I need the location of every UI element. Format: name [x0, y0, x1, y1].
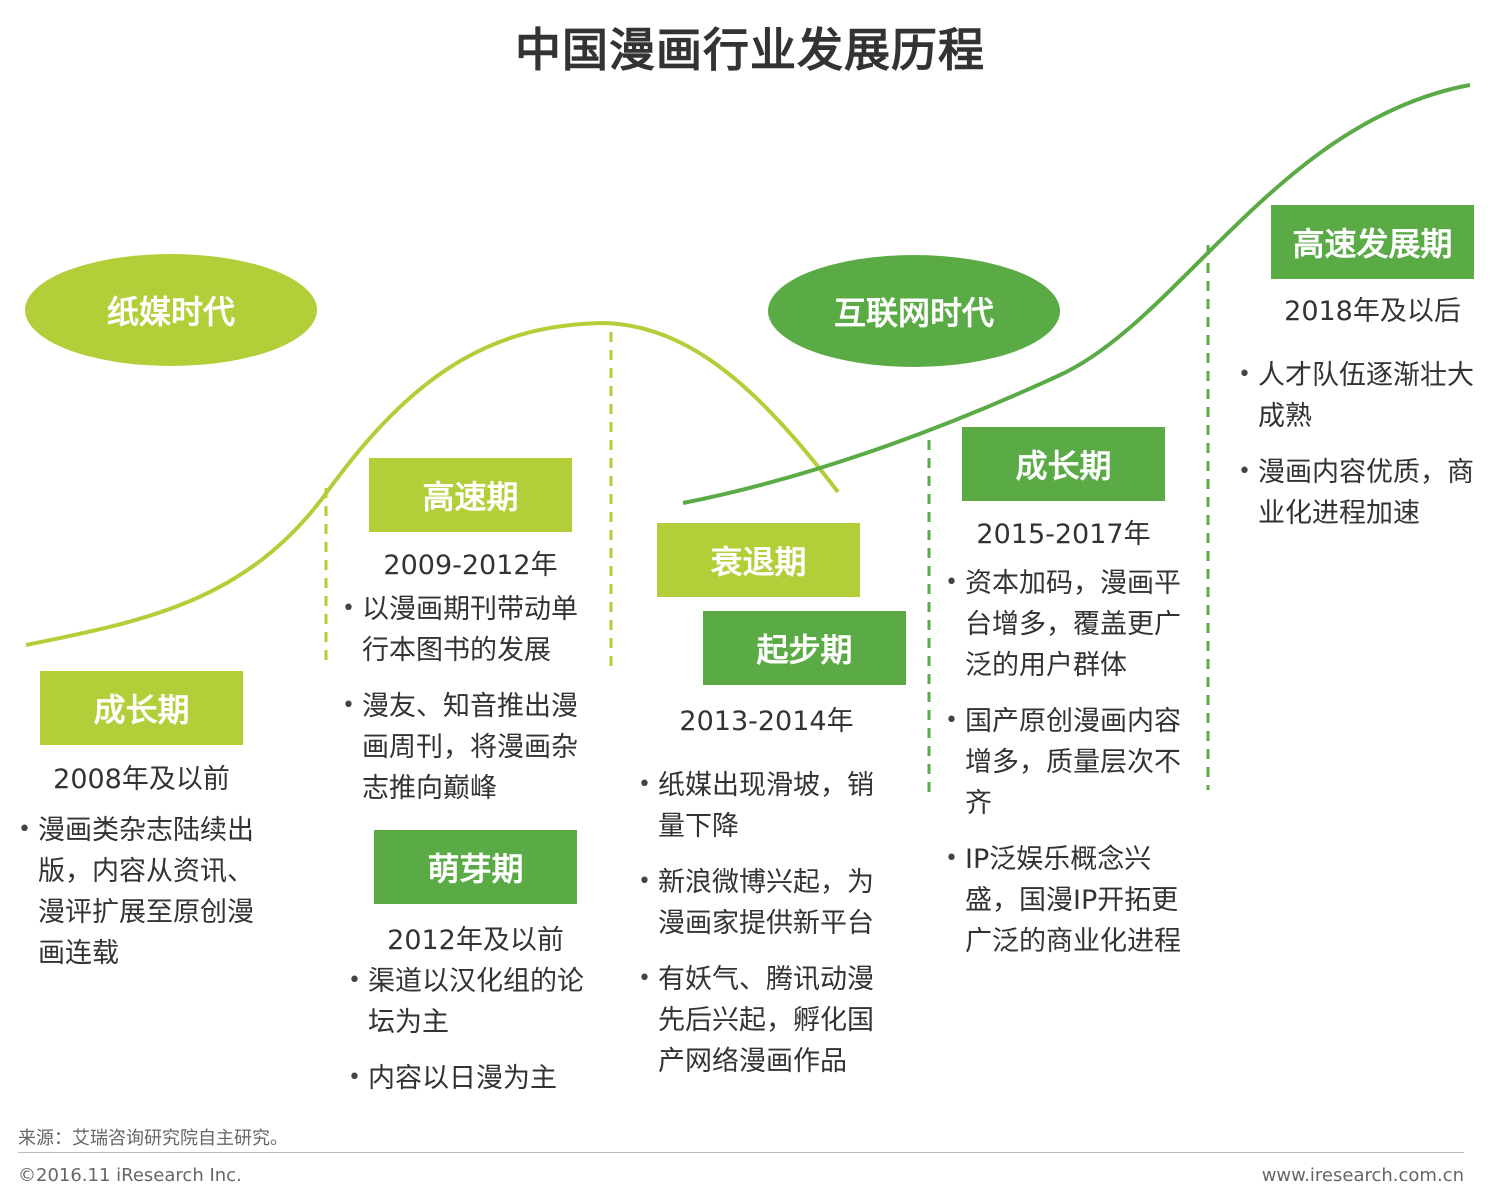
stage-growth-internet-years: 2015-2017年	[976, 519, 1151, 550]
stage-decline: 衰退期	[657, 523, 860, 597]
paper-era-curve	[25, 320, 840, 647]
stage-growth-internet-bullets: 资本加码，漫画平台增多，覆盖更广泛的用户群体 国产原创漫画内容增多，质量层次不齐…	[945, 562, 1203, 977]
stage-growth-paper: 成长期	[40, 671, 243, 745]
internet-era-curve	[682, 83, 1471, 505]
footer-divider	[18, 1152, 1464, 1153]
stage-start-bullets: 纸媒出现滑坡，销量下降 新浪微博兴起，为漫画家提供新平台 有妖气、腾讯动漫先后兴…	[638, 764, 896, 1097]
list-item: 漫画内容优质，商业化进程加速	[1238, 451, 1490, 534]
list-item: 漫画类杂志陆续出版，内容从资讯、漫评扩展至原创漫画连载	[18, 809, 276, 974]
stage-sprout-bullets: 渠道以汉化组的论坛为主 内容以日漫为主	[348, 960, 606, 1114]
list-item: 国产原创漫画内容增多，质量层次不齐	[945, 700, 1203, 824]
stage-growth-internet: 成长期	[962, 427, 1165, 501]
stage-growth-paper-years: 2008年及以前	[53, 764, 230, 795]
stage-growth-paper-label: 成长期	[93, 691, 190, 729]
stage-rapid-paper-label: 高速期	[422, 478, 519, 516]
list-item: 漫友、知音推出漫画周刊，将漫画杂志推向巅峰	[342, 685, 597, 809]
stage-start-label: 起步期	[756, 631, 853, 669]
stage-sprout: 萌芽期	[374, 830, 577, 904]
stage-growth-internet-label: 成长期	[1015, 447, 1112, 485]
stage-sprout-years: 2012年及以前	[387, 925, 564, 956]
paper-era-ellipse: 纸媒时代	[25, 254, 317, 366]
list-item: 人才队伍逐渐壮大成熟	[1238, 354, 1490, 437]
website-link[interactable]: www.iresearch.com.cn	[1261, 1165, 1464, 1186]
stage-sprout-label: 萌芽期	[427, 850, 524, 888]
list-item: 有妖气、腾讯动漫先后兴起，孵化国产网络漫画作品	[638, 958, 896, 1082]
stage-rapid-development: 高速发展期	[1271, 205, 1474, 279]
source-note: 来源：艾瑞咨询研究院自主研究。	[18, 1128, 288, 1149]
internet-era-label: 互联网时代	[833, 294, 994, 332]
internet-era-ellipse: 互联网时代	[768, 255, 1060, 367]
page-title: 中国漫画行业发展历程	[515, 23, 985, 77]
list-item: 纸媒出现滑坡，销量下降	[638, 764, 896, 847]
list-item: IP泛娱乐概念兴盛，国漫IP开拓更广泛的商业化进程	[945, 838, 1203, 962]
stage-start-years: 2013-2014年	[679, 706, 854, 737]
stage-growth-paper-bullets: 漫画类杂志陆续出版，内容从资讯、漫评扩展至原创漫画连载	[18, 809, 276, 989]
stage-rapid-paper-bullets: 以漫画期刊带动单行本图书的发展 漫友、知音推出漫画周刊，将漫画杂志推向巅峰	[342, 588, 597, 824]
stage-decline-label: 衰退期	[710, 543, 807, 581]
paper-era-label: 纸媒时代	[106, 293, 235, 331]
stage-rapid-development-label: 高速发展期	[1292, 225, 1453, 263]
list-item: 内容以日漫为主	[348, 1057, 606, 1099]
list-item: 资本加码，漫画平台增多，覆盖更广泛的用户群体	[945, 562, 1203, 686]
stage-rapid-development-years: 2018年及以后	[1284, 296, 1461, 327]
list-item: 新浪微博兴起，为漫画家提供新平台	[638, 861, 896, 944]
stage-rapid-paper: 高速期	[369, 458, 572, 532]
list-item: 以漫画期刊带动单行本图书的发展	[342, 588, 597, 671]
stage-start: 起步期	[703, 611, 906, 685]
list-item: 渠道以汉化组的论坛为主	[348, 960, 606, 1043]
copyright-text: ©2016.11 iResearch Inc.	[18, 1165, 242, 1186]
stage-rapid-development-bullets: 人才队伍逐渐壮大成熟 漫画内容优质，商业化进程加速	[1238, 354, 1490, 549]
stage-rapid-paper-years: 2009-2012年	[383, 550, 558, 581]
